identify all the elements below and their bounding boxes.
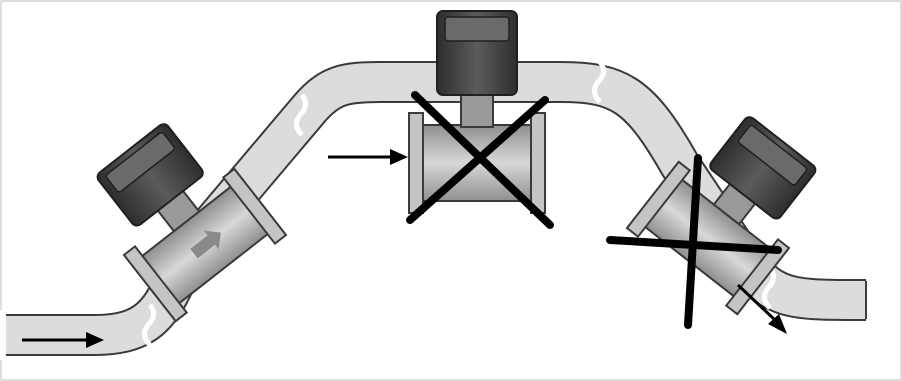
flow-arrow-icon bbox=[328, 149, 408, 165]
meter-middle-flange-b bbox=[531, 113, 545, 213]
flowmeter-left bbox=[75, 106, 286, 321]
pipe-start-cut bbox=[0, 310, 6, 360]
meter-middle-neck bbox=[461, 93, 493, 127]
pipe-end-cut bbox=[867, 270, 897, 330]
meter-middle-flange-a bbox=[409, 113, 423, 213]
meter-middle-cover bbox=[445, 17, 509, 41]
